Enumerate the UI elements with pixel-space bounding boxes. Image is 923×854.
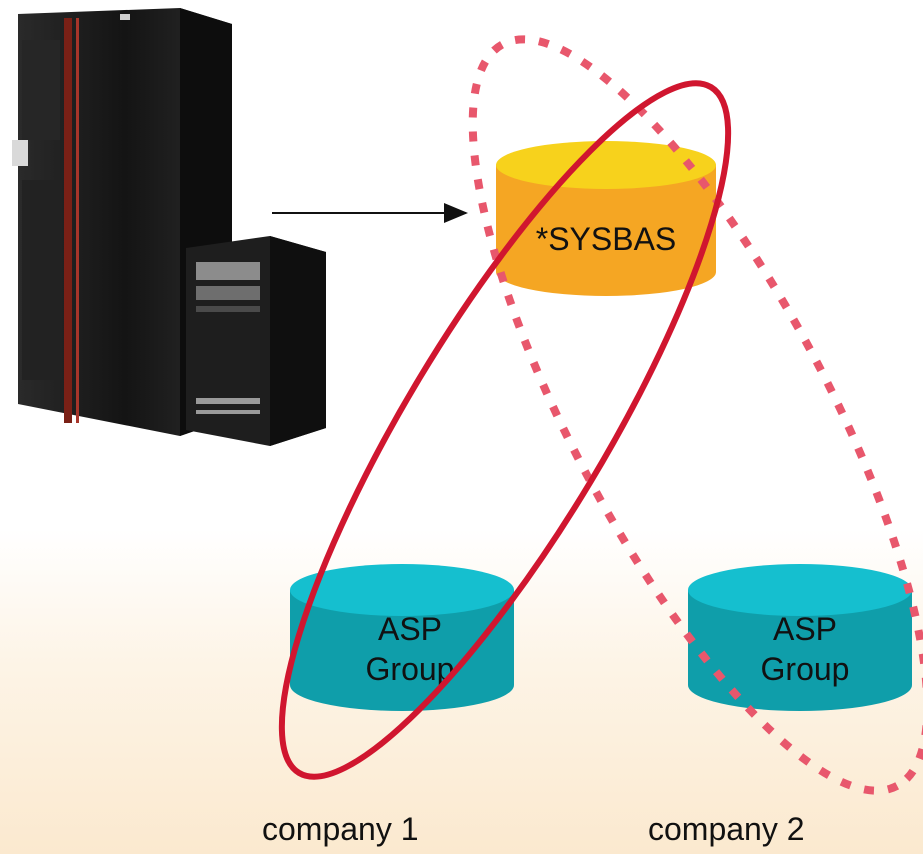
- company-1-label: company 1: [262, 811, 419, 847]
- company-2-outline: [468, 35, 923, 795]
- asp-group-2-line2: Group: [761, 651, 850, 687]
- server-image: [12, 8, 326, 446]
- asp-group-1-line2: Group: [366, 651, 455, 687]
- sysbas-label: *SYSBAS: [536, 221, 677, 257]
- asp-group-disk-1-body: [290, 590, 514, 711]
- asp-group-2-line1: ASP: [773, 611, 837, 647]
- asp-group-disk-2: ASP Group: [688, 564, 912, 711]
- asp-group-disk-1: ASP Group: [290, 564, 514, 711]
- asp-group-disk-2-top: [688, 564, 912, 616]
- company-1-outline: [278, 80, 732, 780]
- asp-group-disk-2-body: [688, 590, 912, 711]
- asp-group-disk-1-top: [290, 564, 514, 616]
- company-2-label: company 2: [648, 811, 805, 847]
- asp-group-1-line1: ASP: [378, 611, 442, 647]
- sysbas-disk-top: [496, 141, 716, 189]
